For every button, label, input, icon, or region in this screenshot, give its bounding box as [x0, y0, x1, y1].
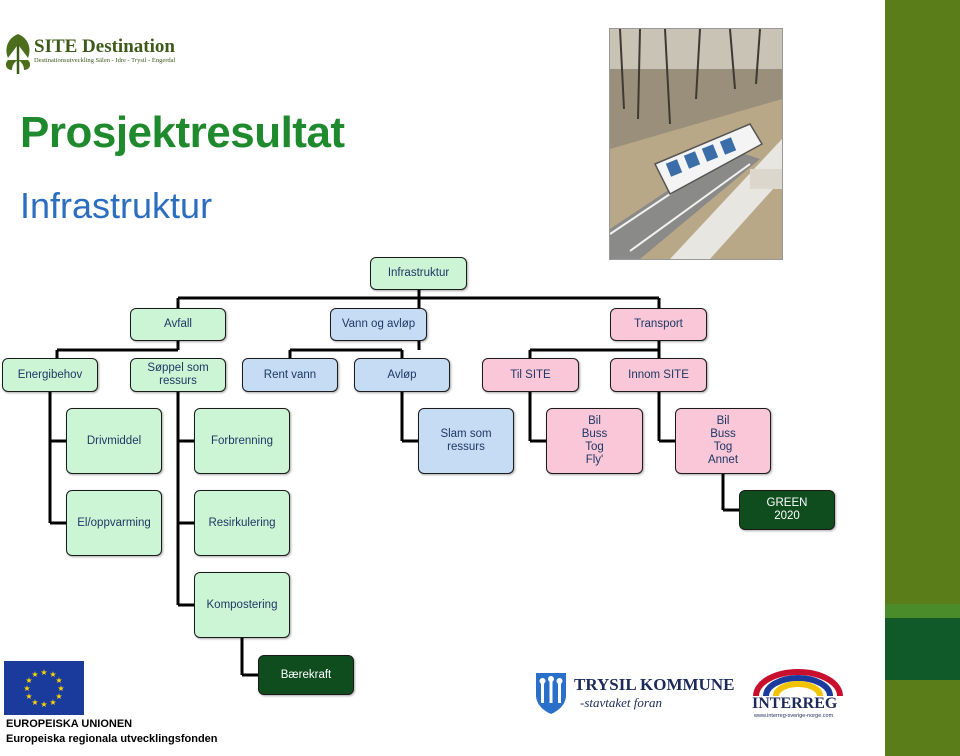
node-soppel-som-ressurs: Søppel som ressurs: [130, 358, 226, 392]
interreg-name: INTERREG: [752, 695, 837, 713]
node-green-2020: GREEN 2020: [739, 490, 835, 530]
svg-text:★: ★: [25, 692, 32, 701]
node-el-oppvarming: El/oppvarming: [66, 490, 162, 556]
interreg-arc-icon: [750, 668, 846, 698]
svg-text:★: ★: [23, 684, 30, 693]
node-kompostering: Kompostering: [194, 572, 290, 638]
node-transport: Transport: [610, 308, 707, 341]
node-resirkulering: Resirkulering: [194, 490, 290, 556]
trysil-name: TRYSIL KOMMUNE: [574, 675, 734, 695]
trysil-shield-icon: [534, 671, 568, 715]
node-baerekraft: Bærekraft: [258, 655, 354, 695]
eu-flag-icon: ★★★ ★★★ ★★★ ★★★: [4, 661, 84, 715]
node-infrastruktur: Infrastruktur: [370, 257, 467, 290]
interreg-url: www.interreg-sverige-norge.com: [754, 713, 833, 719]
node-avfall: Avfall: [130, 308, 226, 341]
svg-text:★: ★: [40, 700, 47, 709]
node-drivmiddel: Drivmiddel: [66, 408, 162, 474]
node-innom-site: Innom SITE: [610, 358, 707, 392]
interreg-logo: INTERREG www.interreg-sverige-norge.com: [750, 668, 848, 724]
eu-flag: ★★★ ★★★ ★★★ ★★★: [4, 661, 84, 715]
node-energibehov: Energibehov: [2, 358, 98, 392]
node-slam-som-ressurs: Slam som ressurs: [418, 408, 514, 474]
trysil-kommune-logo: TRYSIL KOMMUNE -stavtaket foran: [530, 665, 738, 721]
trysil-slogan: -stavtaket foran: [580, 695, 662, 711]
eu-line-2: Europeiska regionala utvecklingsfonden: [6, 733, 218, 745]
svg-text:★: ★: [49, 698, 56, 707]
node-vann-og-avlop: Vann og avløp: [330, 308, 427, 341]
node-rent-vann: Rent vann: [242, 358, 338, 392]
node-avlop: Avløp: [354, 358, 450, 392]
node-forbrenning: Forbrenning: [194, 408, 290, 474]
node-innom-site-modes: Bil Buss Tog Annet: [675, 408, 771, 474]
svg-text:★: ★: [40, 668, 47, 677]
node-til-site: Til SITE: [482, 358, 579, 392]
eu-line-1: EUROPEISKA UNIONEN: [6, 718, 132, 730]
svg-text:★: ★: [31, 670, 38, 679]
node-til-site-modes: Bil Buss Tog Fly': [546, 408, 643, 474]
